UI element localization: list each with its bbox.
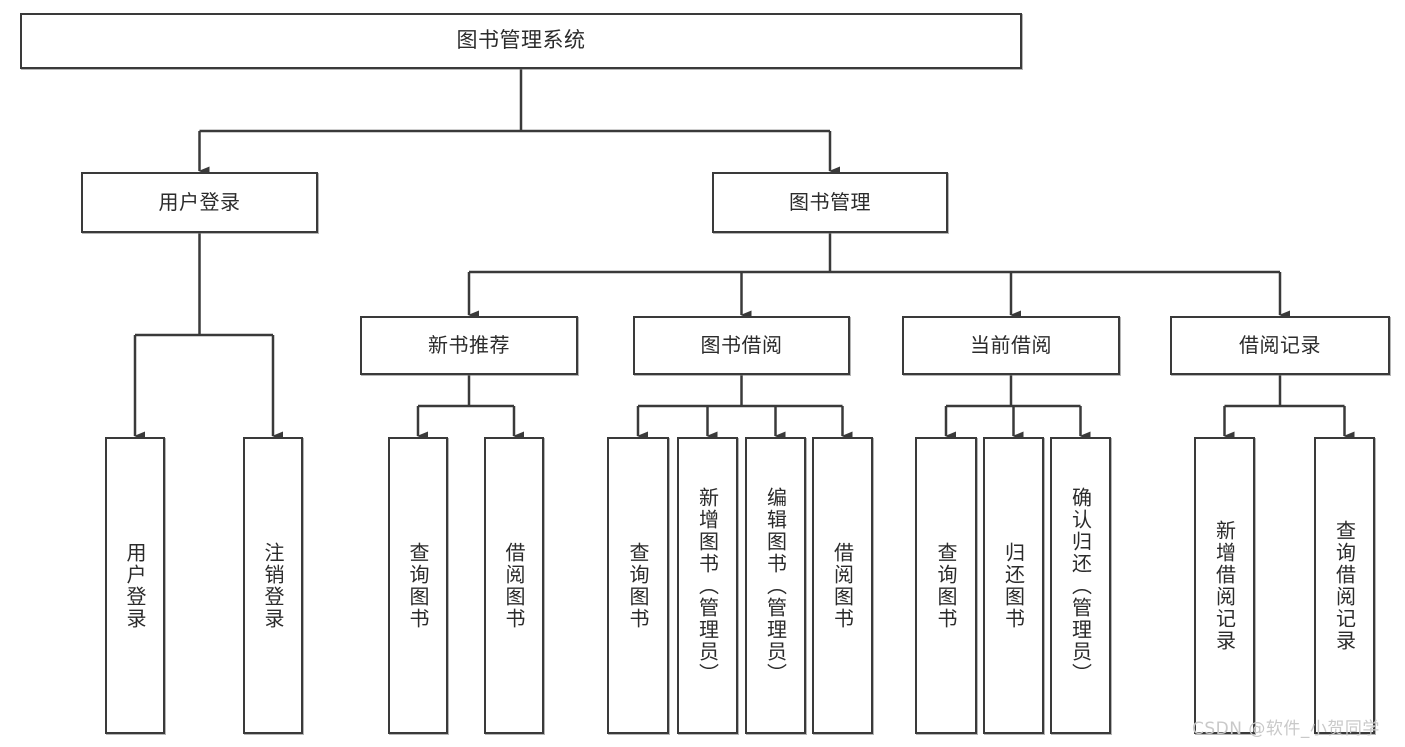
node-label: 注销登录 xyxy=(261,541,285,630)
node-leaf-borrow-book-1[interactable]: 借阅图书 xyxy=(484,437,544,734)
node-leaf-query-book-1[interactable]: 查询图书 xyxy=(388,437,448,734)
node-book-manage[interactable]: 图书管理 xyxy=(712,172,948,233)
node-leaf-add-record[interactable]: 新增借阅记录 xyxy=(1194,437,1255,734)
node-user-login[interactable]: 用户登录 xyxy=(81,172,318,233)
node-label: 新增借阅记录 xyxy=(1212,519,1237,652)
node-label: 查询借阅记录 xyxy=(1332,519,1357,652)
node-label: 图书管理 xyxy=(789,190,871,215)
node-label: 图书管理系统 xyxy=(456,28,586,53)
node-label: 图书借阅 xyxy=(700,333,783,358)
edge-group xyxy=(133,69,1355,441)
node-new-book-rec[interactable]: 新书推荐 xyxy=(360,316,578,375)
node-label: 查询图书 xyxy=(934,541,958,630)
node-root[interactable]: 图书管理系统 xyxy=(20,13,1022,69)
node-label: 归还图书 xyxy=(1001,541,1026,630)
node-leaf-confirm-return[interactable]: 确认归还（管理员） xyxy=(1050,437,1111,734)
node-label: 编辑图书（管理员） xyxy=(763,486,788,685)
node-label: 当前借阅 xyxy=(970,333,1052,358)
node-label: 确认归还（管理员） xyxy=(1068,486,1093,685)
node-book-borrow[interactable]: 图书借阅 xyxy=(633,316,850,375)
node-leaf-query-book-2[interactable]: 查询图书 xyxy=(607,437,669,734)
node-borrow-record[interactable]: 借阅记录 xyxy=(1170,316,1390,375)
node-leaf-return-book[interactable]: 归还图书 xyxy=(983,437,1044,734)
node-label: 借阅图书 xyxy=(502,541,526,630)
node-label: 查询图书 xyxy=(406,541,430,630)
node-label: 借阅记录 xyxy=(1239,333,1321,358)
node-label: 查询图书 xyxy=(626,541,650,630)
node-current-borrow[interactable]: 当前借阅 xyxy=(902,316,1120,375)
node-leaf-borrow-book-2[interactable]: 借阅图书 xyxy=(812,437,873,734)
node-leaf-edit-book[interactable]: 编辑图书（管理员） xyxy=(745,437,806,734)
node-label: 借阅图书 xyxy=(830,541,855,630)
node-leaf-user-login[interactable]: 用户登录 xyxy=(105,437,165,734)
node-label: 用户登录 xyxy=(123,541,147,630)
node-label: 新书推荐 xyxy=(428,333,510,358)
node-leaf-query-record[interactable]: 查询借阅记录 xyxy=(1314,437,1375,734)
node-label: 用户登录 xyxy=(158,190,241,215)
node-leaf-add-book[interactable]: 新增图书（管理员） xyxy=(677,437,738,734)
node-leaf-query-book-3[interactable]: 查询图书 xyxy=(915,437,977,734)
node-leaf-logout[interactable]: 注销登录 xyxy=(243,437,303,734)
node-label: 新增图书（管理员） xyxy=(695,486,720,685)
